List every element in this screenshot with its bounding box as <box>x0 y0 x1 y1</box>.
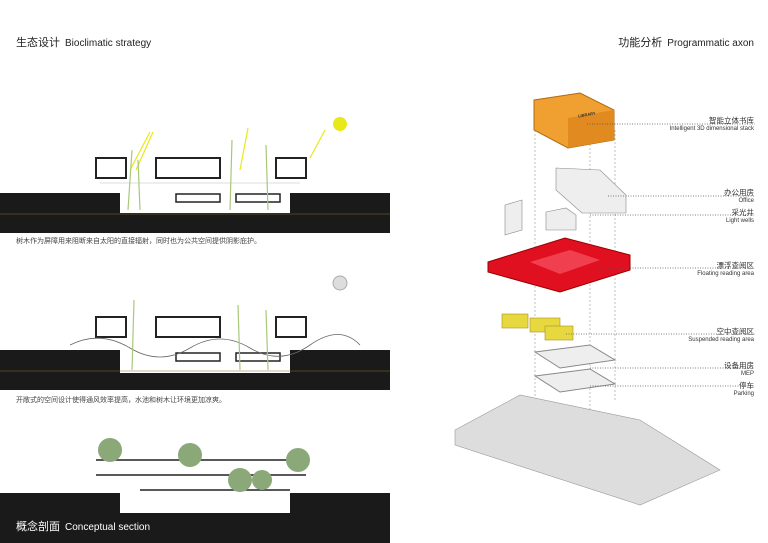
label-en: Suspended reading area <box>688 337 754 343</box>
label-zh: 智能立体书库 <box>709 116 754 125</box>
section-sun <box>0 117 390 233</box>
left-title: 生态设计 Bioclimatic strategy <box>16 34 151 50</box>
caption-sun: 树木作为屏障用来阻断来自太阳的直接辐射，同时也为公共空间提供阴影庇护。 <box>16 238 261 245</box>
section-concept <box>0 438 390 543</box>
label-en: Light wells <box>725 218 754 224</box>
label-en: Office <box>738 198 754 204</box>
right-title-zh: 功能分析 <box>618 37 663 49</box>
label-en: Floating reading area <box>697 271 754 277</box>
label-en: Parking <box>733 391 754 397</box>
section-title-zh: 概念剖面 <box>16 521 60 533</box>
label-zh: 漂浮查阅区 <box>716 261 755 270</box>
section-title: 概念剖面 Conceptual section <box>16 518 150 534</box>
caption-wind: 开敞式的空间设计使得通风效率提高，水池和树木让环境更加凉爽。 <box>16 397 226 404</box>
label-zh: 空中查阅区 <box>716 327 755 336</box>
right-title: 功能分析 Programmatic axon <box>618 34 754 50</box>
sun-gray-icon <box>332 275 348 291</box>
right-title-en: Programmatic axon <box>667 38 754 49</box>
axon <box>454 92 755 506</box>
label-zh: 设备用房 <box>724 361 754 370</box>
label-en: MEP <box>740 371 754 377</box>
label-zh: 采光井 <box>731 208 755 217</box>
left-title-zh: 生态设计 <box>16 37 60 49</box>
label-en: Intelligent 3D dimensional stack <box>669 126 754 132</box>
sun-icon <box>333 117 347 131</box>
left-title-en: Bioclimatic strategy <box>65 38 152 49</box>
label-zh: 办公用房 <box>724 188 754 197</box>
label-zh: 停车 <box>739 381 754 390</box>
section-wind <box>0 275 390 390</box>
section-title-en: Conceptual section <box>65 522 151 533</box>
